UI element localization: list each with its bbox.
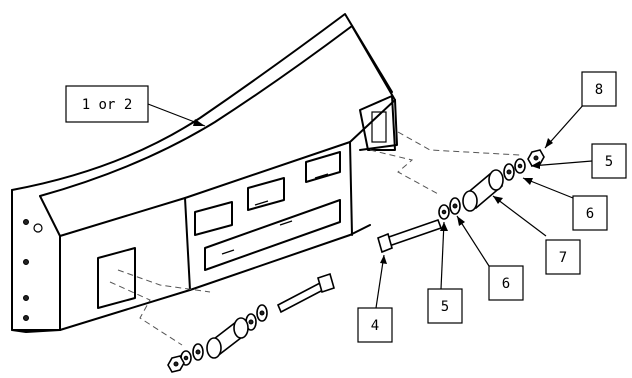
callout-leaders [147, 102, 593, 309]
nut [167, 355, 185, 373]
callout-bolt: 4 [357, 307, 393, 343]
bumper-body [11, 13, 398, 333]
callout-washer-left: 5 [427, 288, 463, 324]
callout-text: 1 or 2 [82, 97, 133, 113]
bolt [276, 272, 335, 314]
bolt [377, 218, 443, 254]
callout-nut: 8 [581, 71, 617, 107]
alignment-lines [109, 131, 521, 346]
left-hardware-stack [167, 272, 335, 373]
callout-text: 8 [595, 82, 603, 98]
callout-bumper: 1 or 2 [65, 85, 149, 123]
callout-text: 7 [559, 250, 567, 266]
callout-washer-left-inner: 6 [488, 265, 524, 301]
callout-text: 6 [586, 206, 594, 222]
callout-washer-right-outer: 6 [572, 195, 608, 231]
callout-spacer: 7 [545, 239, 581, 275]
callout-text: 5 [605, 154, 613, 170]
callout-text: 5 [441, 299, 449, 315]
callout-text: 4 [371, 318, 379, 334]
spacer [462, 169, 504, 212]
callout-washer-right: 5 [591, 143, 627, 179]
right-hardware-stack [377, 149, 545, 254]
callout-text: 6 [502, 276, 510, 292]
spacer [206, 317, 249, 359]
